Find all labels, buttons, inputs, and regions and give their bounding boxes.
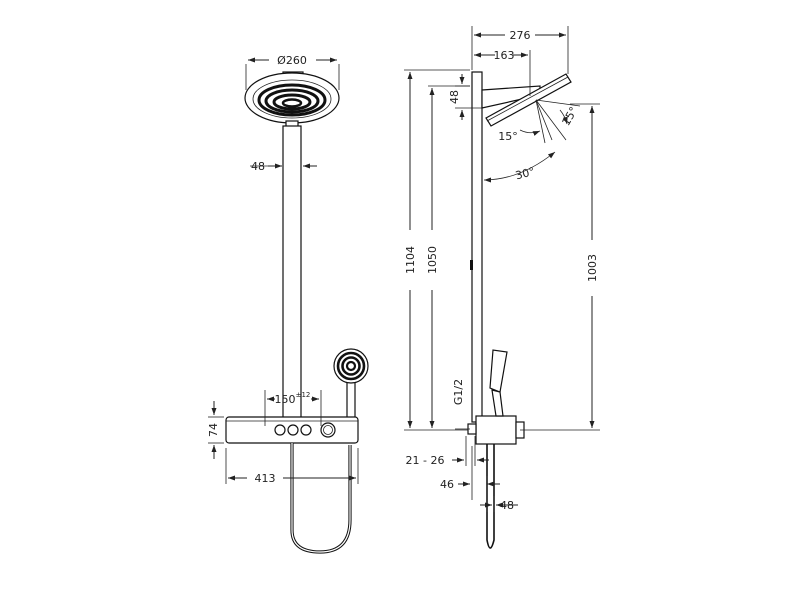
dim-column-height: 1050 [426,246,439,274]
dim-thermostat-width: 413 [255,472,276,485]
dim-hand-width: 48 [500,499,514,512]
dim-head-above-outlet: 1003 [586,254,599,282]
dim-outlet-offset: 46 [440,478,454,491]
thermostat-front [225,416,359,444]
dim-head-height: 48 [448,90,461,104]
dim-projection-head: 163 [494,49,515,62]
dim-thermostat-spacing-tol: ±12 [296,391,311,399]
column-side [471,71,483,423]
overhead-shower-side [481,73,572,127]
dim-tilt-total: 30° [514,165,536,183]
dim-head-diameter: Ø260 [277,54,307,67]
thermostat-side [467,415,525,445]
front-view: Ø260 48 150 ±12 74 413 [207,54,369,554]
side-view: 276 163 48 15° 15° 30° 1104 1050 [404,26,600,549]
hand-shower-side [489,349,508,417]
dim-tilt-left: 15° [498,130,518,143]
dim-projection-total: 276 [510,29,531,42]
hose-side [486,444,495,549]
overhead-shower-front [244,71,340,128]
dim-tilt-right: 15° [559,105,580,128]
dim-thermostat-height: 74 [207,423,220,437]
dim-wall-distance: 21 - 26 [406,454,445,467]
dim-thermostat-spacing: 150 [275,393,296,406]
dim-thread: G1/2 [452,379,465,405]
hose-front [290,443,352,554]
hand-shower-front [333,348,369,421]
riser-pipe [282,125,302,423]
dim-pipe-width: 48 [251,160,265,173]
dim-total-height: 1104 [404,246,417,274]
